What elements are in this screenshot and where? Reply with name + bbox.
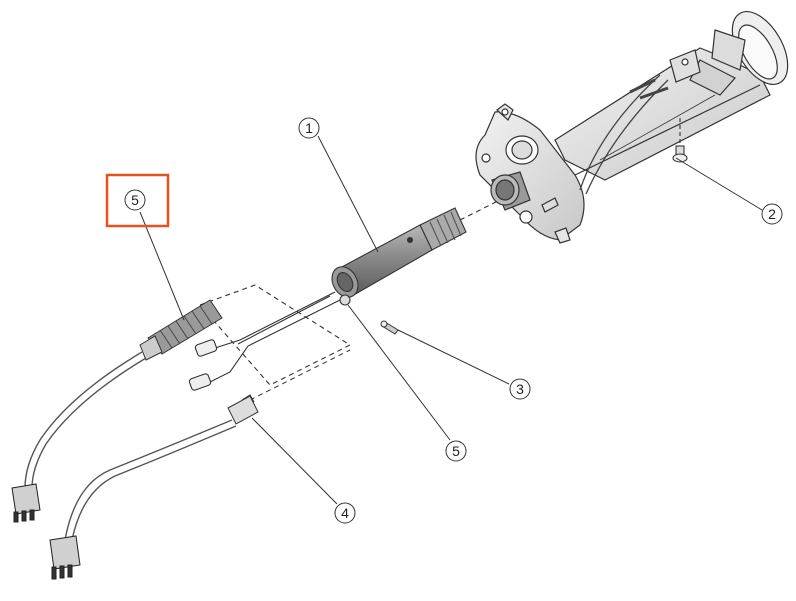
cable-left: [24, 351, 147, 489]
callout-1-label: 1: [305, 120, 313, 136]
bellows-grommet: [139, 299, 223, 361]
plug-left: [11, 483, 41, 523]
highlight-box: [105, 173, 170, 228]
main-housing: [475, 11, 789, 244]
callout-1: 1: [298, 117, 320, 139]
callout-3-label: 3: [516, 381, 524, 397]
callout-4: 4: [334, 502, 356, 524]
callout-3: 3: [509, 378, 531, 400]
plug-right: [49, 535, 81, 580]
wiring-harness: [188, 284, 352, 391]
leader-lines: [139, 135, 763, 505]
cable-right: [64, 419, 237, 541]
housing-cables: [579, 74, 669, 195]
callout-5-highlighted: 5: [124, 189, 146, 211]
callout-5-lower-label: 5: [452, 443, 460, 459]
dashed-guide-4: [249, 349, 351, 401]
screw-3: [380, 320, 399, 335]
screw-2: [672, 118, 688, 163]
callout-5-lower: 5: [445, 440, 467, 462]
callout-5-highlighted-label: 5: [131, 192, 139, 208]
callout-4-label: 4: [341, 505, 349, 521]
callout-2: 2: [761, 203, 783, 225]
part-4-connector: [227, 394, 259, 425]
callout-2-label: 2: [768, 206, 776, 222]
tube-assembly: [331, 199, 501, 306]
